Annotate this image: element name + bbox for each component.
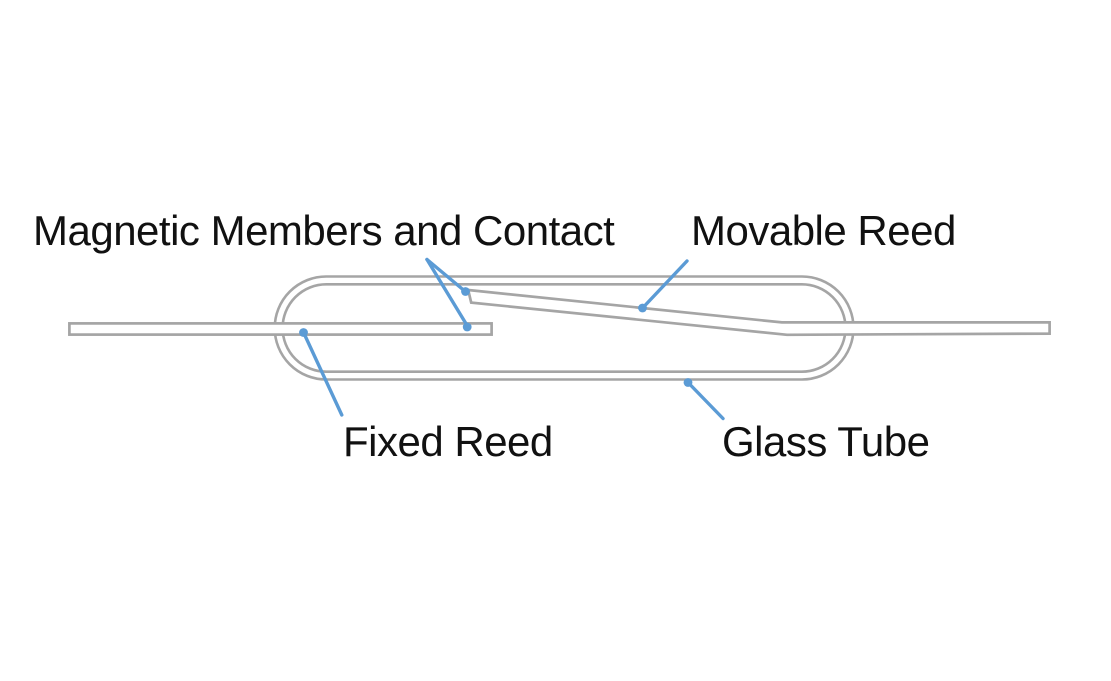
leader-line-contact-lower xyxy=(425,257,469,327)
leader-line-movable-reed xyxy=(642,259,689,309)
movable-reed-label: Movable Reed xyxy=(691,207,956,254)
leader-line-glass-tube xyxy=(687,382,725,421)
leader-dot-fixed-reed xyxy=(299,328,308,337)
leader-dot-contact-upper xyxy=(461,287,470,296)
leader-dot-movable-reed xyxy=(638,303,647,313)
leader-dot-contact-lower xyxy=(462,322,472,332)
leader-line-fixed-reed xyxy=(302,332,344,417)
leader-line-contact-upper xyxy=(425,257,466,292)
leader-lines xyxy=(299,257,725,421)
glass-tube-label: Glass Tube xyxy=(722,418,930,465)
magnetic-members-and-contact-label: Magnetic Members and Contact xyxy=(33,207,615,254)
movable-reed-shape xyxy=(466,288,1051,337)
fixed-reed-shape xyxy=(68,322,493,336)
fixed-reed-label: Fixed Reed xyxy=(343,418,553,465)
leader-dot-glass-tube xyxy=(683,378,693,387)
